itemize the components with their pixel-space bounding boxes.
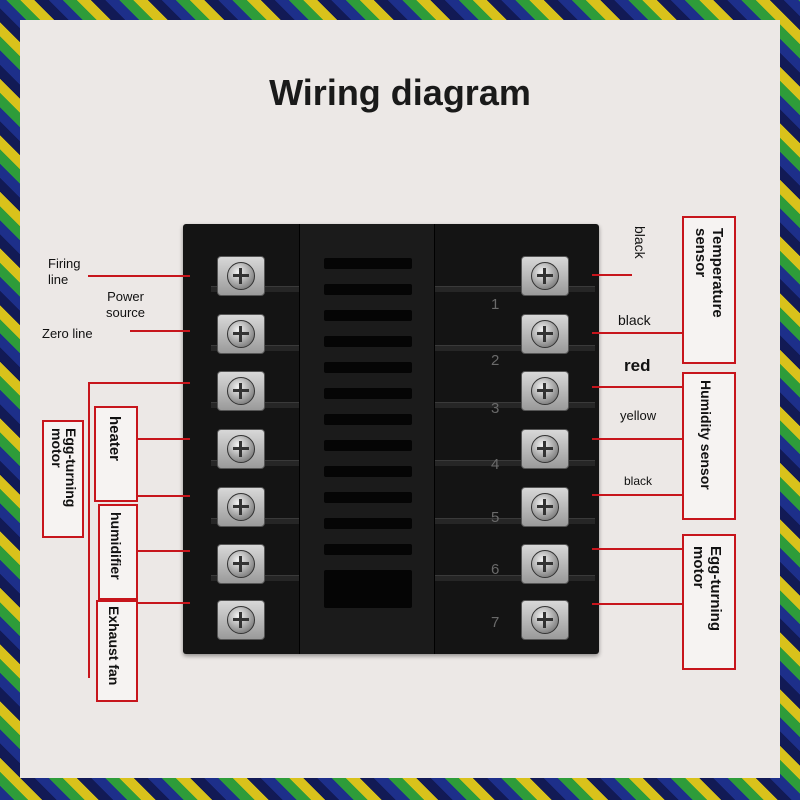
temperature-sensor-label: Temperature sensor (692, 228, 726, 318)
terminal-screw (217, 314, 265, 354)
wire (136, 438, 190, 440)
heater-box: heater (94, 406, 138, 502)
vent-slot (324, 466, 412, 477)
wire (88, 382, 190, 384)
terminal-number: 4 (491, 456, 500, 473)
vent-slot (324, 544, 412, 555)
terminal-number: 7 (491, 614, 500, 631)
wire-color-label: yellow (620, 408, 657, 423)
terminal-number: 2 (491, 352, 500, 369)
wire (592, 603, 682, 605)
vent-slot (324, 414, 412, 425)
exhaust-fan-box: Exhaust fan (96, 600, 138, 702)
humidity-sensor-label: Humidity sensor (698, 380, 714, 490)
egg-turning-motor-box-left: Egg-turning motor (42, 420, 84, 538)
vent-slot (324, 440, 412, 451)
terminal-screw (521, 487, 569, 527)
vent-slot (324, 336, 412, 347)
wire (130, 330, 190, 332)
wire-color-label: black (624, 474, 653, 488)
egg-turning-motor-label: Egg-turning motor (690, 546, 724, 631)
wire (592, 332, 682, 334)
wire (136, 495, 190, 497)
terminal-number: 1 (491, 296, 500, 313)
exhaust-fan-label: Exhaust fan (106, 606, 122, 686)
wire (88, 382, 90, 678)
terminal-screw (521, 314, 569, 354)
terminal-number: 3 (491, 400, 500, 417)
power-source-label: Power source (106, 289, 146, 320)
heater-label: heater (106, 416, 123, 462)
humidifier-box: humidifier (98, 504, 138, 600)
terminal-number: 6 (491, 561, 500, 578)
terminal-screw (521, 256, 569, 296)
diagram-canvas: Wiring diagram (20, 20, 780, 778)
terminal-screw (217, 371, 265, 411)
vent-slot (324, 492, 412, 503)
humidity-sensor-box: Humidity sensor (682, 372, 736, 520)
page-title: Wiring diagram (269, 72, 531, 113)
controller-terminal-block: 1 2 3 4 5 6 7 (183, 224, 599, 654)
wire (592, 494, 682, 496)
firing-line-label: Firing line (48, 256, 81, 287)
vent-slot (324, 388, 412, 399)
terminal-screw (217, 256, 265, 296)
vent-slot (324, 284, 412, 295)
wire (88, 275, 190, 277)
terminal-screw (217, 544, 265, 584)
egg-turning-motor-label: Egg-turning motor (49, 428, 79, 508)
vent-slot (324, 518, 412, 529)
terminal-screw (521, 544, 569, 584)
humidifier-label: humidifier (108, 512, 124, 580)
terminal-screw (217, 600, 265, 640)
wire (136, 602, 190, 604)
terminal-number: 5 (491, 509, 500, 526)
vent-slot (324, 570, 412, 608)
vent-slot (324, 310, 412, 321)
terminal-screw (217, 487, 265, 527)
wire (136, 550, 190, 552)
wire (592, 548, 682, 550)
terminal-screw (217, 429, 265, 469)
terminal-screw (521, 600, 569, 640)
terminal-screw (521, 371, 569, 411)
egg-turning-motor-box-right: Egg-turning motor (682, 534, 736, 670)
vent-slot (324, 258, 412, 269)
wire (592, 386, 682, 388)
wire (592, 438, 682, 440)
vent-strip (299, 224, 435, 654)
vent-slot (324, 362, 412, 373)
wire (592, 274, 632, 276)
wire-color-label: black (618, 312, 651, 328)
temperature-sensor-box: Temperature sensor (682, 216, 736, 364)
wire-color-label: black (632, 226, 648, 259)
zero-line-label: Zero line (42, 326, 93, 341)
terminal-screw (521, 429, 569, 469)
wire-color-label: red (624, 356, 651, 375)
